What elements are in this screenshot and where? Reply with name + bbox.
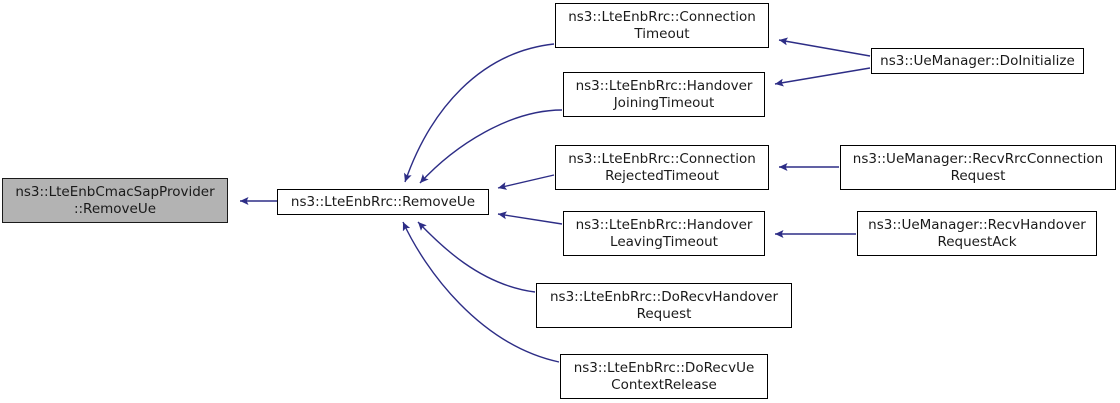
edge-handover-leaving-timeout-to-removeue <box>497 211 563 225</box>
edge-do-initialize-to-connection-timeout <box>778 37 871 57</box>
edge-do-initialize-to-handover-joining-timeout <box>774 67 871 87</box>
node-lteenbrrc-connectionrejectedtimeout[interactable]: ns3::LteEnbRrc::Connection RejectedTimeo… <box>555 145 769 190</box>
edge-connection-timeout-to-removeue <box>404 43 555 183</box>
node-lteenbrrc-dorecvuecontextrelease[interactable]: ns3::LteEnbRrc::DoRecvUe ContextRelease <box>560 354 768 399</box>
node-uemanager-recvrrcconnectionrequest[interactable]: ns3::UeManager::RecvRrcConnection Reques… <box>840 145 1116 190</box>
node-lteenbrrc-removeue[interactable]: ns3::LteEnbRrc::RemoveUe <box>277 189 489 215</box>
node-uemanager-recvhandoverrequestack[interactable]: ns3::UeManager::RecvHandover RequestAck <box>857 211 1097 256</box>
node-lteenbrrc-connectiontimeout[interactable]: ns3::LteEnbRrc::Connection Timeout <box>555 3 769 48</box>
edge-handover-joining-timeout-to-removeue <box>419 109 563 184</box>
edge-connection-rejected-timeout-to-removeue <box>497 174 555 190</box>
node-lteenbrrc-handoverjoiningtimeout[interactable]: ns3::LteEnbRrc::Handover JoiningTimeout <box>563 72 765 117</box>
node-lteenbcmacsapprovider-removeue[interactable]: ns3::LteEnbCmacSapProvider ::RemoveUe <box>2 178 228 223</box>
node-lteenbrrc-dorecvhandoverrequest[interactable]: ns3::LteEnbRrc::DoRecvHandover Request <box>536 283 792 328</box>
edge-do-recv-handover-request-to-removeue <box>417 221 536 293</box>
node-uemanager-doinitialize[interactable]: ns3::UeManager::DoInitialize <box>871 48 1084 74</box>
node-lteenbrrc-handoverleavingtimeout[interactable]: ns3::LteEnbRrc::Handover LeavingTimeout <box>563 211 765 256</box>
